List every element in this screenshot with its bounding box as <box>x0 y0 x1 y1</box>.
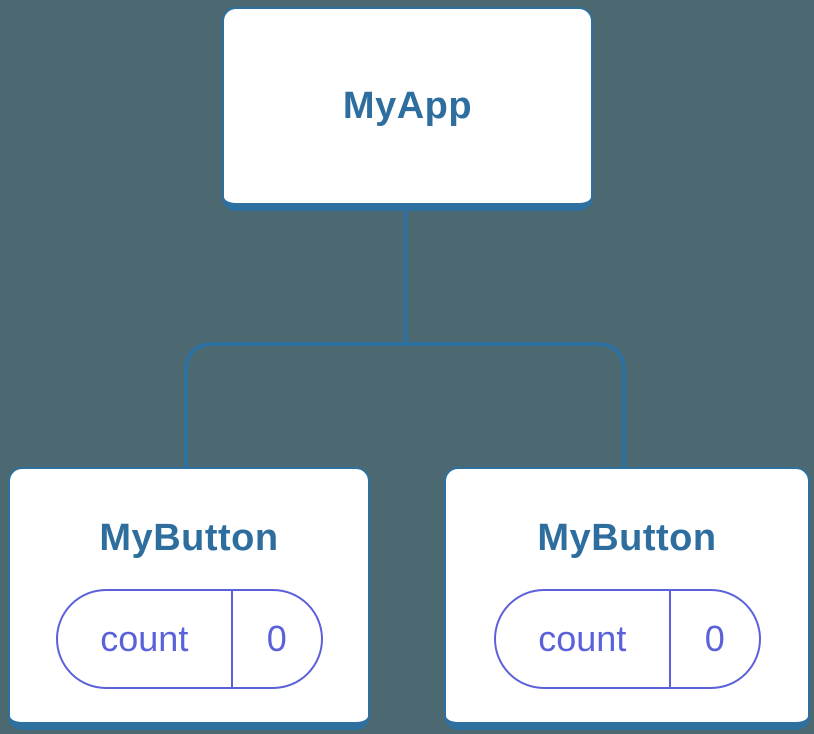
component-label: MyButton <box>99 517 279 559</box>
state-value: 0 <box>231 591 320 687</box>
component-node-child-left: MyButton count 0 <box>8 467 370 730</box>
component-node-root: MyApp <box>222 7 593 211</box>
component-label: MyApp <box>342 85 473 127</box>
connector-branch <box>184 342 626 470</box>
state-pill: count 0 <box>55 589 323 689</box>
component-node-child-right: MyButton count 0 <box>444 467 810 730</box>
state-label: count <box>100 618 189 659</box>
component-label: MyButton <box>537 517 717 559</box>
state-value: 0 <box>669 591 758 687</box>
state-label: count <box>538 618 627 659</box>
state-pill: count 0 <box>493 589 761 689</box>
